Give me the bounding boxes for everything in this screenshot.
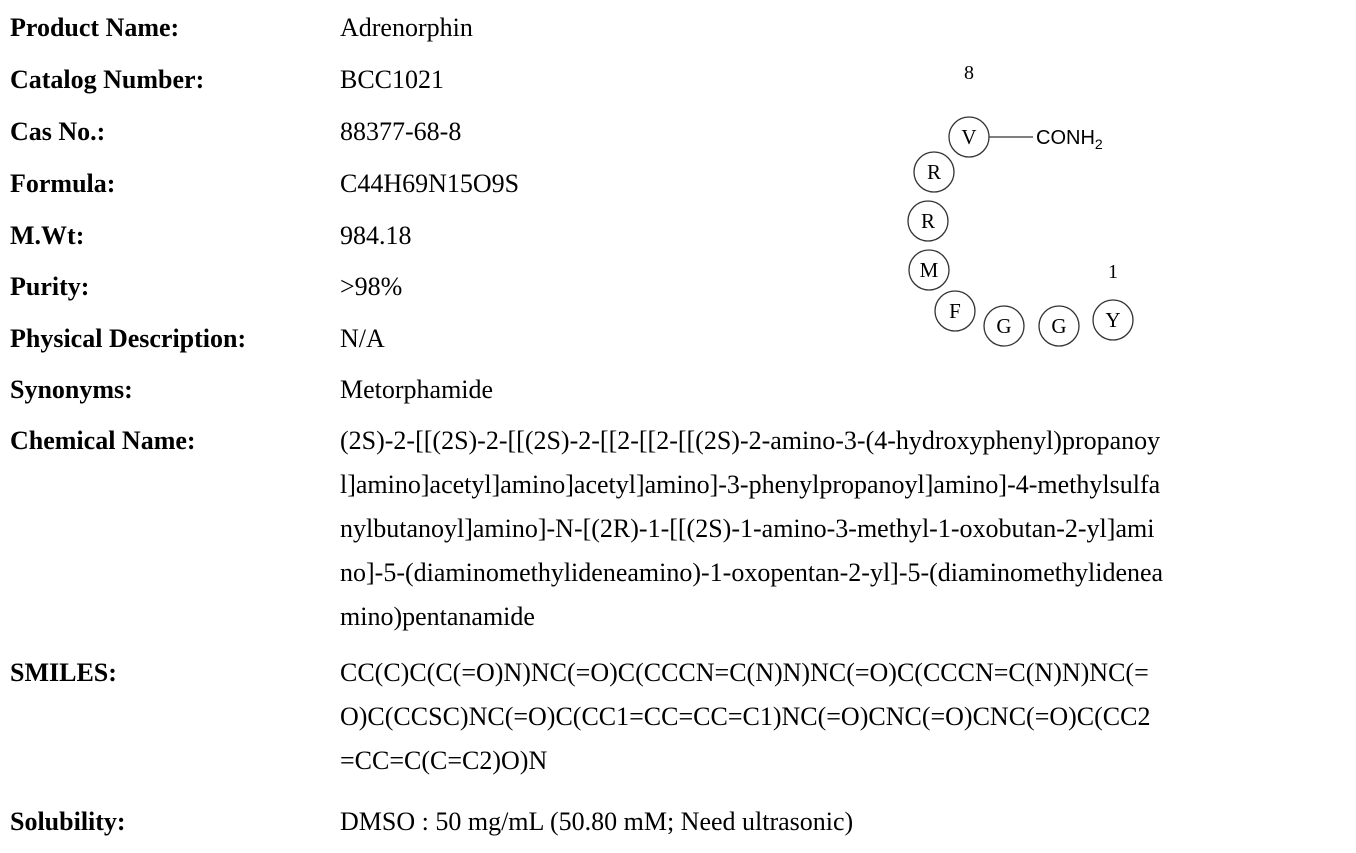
terminal-group-text: CONH (1036, 127, 1095, 149)
svg-text:R: R (927, 160, 941, 184)
chemical-name-label: Chemical Name: (10, 426, 196, 455)
residue-f: F (934, 290, 976, 332)
mwt-label: M.Wt: (10, 221, 85, 250)
terminal-group-label: CONH2 (1036, 127, 1103, 152)
product-name-value: Adrenorphin (340, 13, 473, 42)
residue-g: G (1038, 305, 1080, 347)
mwt-value: 984.18 (340, 221, 412, 250)
solubility-value: DMSO : 50 mg/mL (50.80 mM; Need ultrason… (340, 807, 854, 836)
catalog-number-label: Catalog Number: (10, 65, 205, 94)
synonyms-value: Metorphamide (340, 375, 494, 404)
chemical-name-line: (2S)-2-[[(2S)-2-[[(2S)-2-[[2-[[2-[[(2S)-… (340, 426, 1161, 455)
purity-value: >98% (340, 272, 403, 301)
chemical-name-line: no]-5-(diaminomethylideneamino)-1-oxopen… (340, 558, 1164, 587)
residue-r: R (913, 151, 955, 193)
svg-text:R: R (921, 209, 935, 233)
chemical-name-line: nylbutanoyl]amino]-N-[(2R)-1-[[(2S)-1-am… (340, 514, 1155, 543)
physical-description-label: Physical Description: (10, 324, 247, 353)
smiles-label: SMILES: (10, 658, 117, 687)
chemical-name-value: (2S)-2-[[(2S)-2-[[(2S)-2-[[2-[[2-[[(2S)-… (340, 419, 1163, 639)
terminal-group-subscript: 2 (1095, 136, 1103, 152)
residue-r: R (907, 200, 949, 242)
formula-label: Formula: (10, 169, 116, 198)
peptide-structure-diagram: 8 1 CONH2 V R R M F (895, 58, 1205, 348)
svg-text:F: F (949, 299, 961, 323)
svg-text:V: V (961, 125, 976, 149)
smiles-line: =CC=C(C=C2)O)N (340, 746, 548, 775)
position-label-last: 8 (964, 62, 974, 84)
smiles-value: CC(C)C(C(=O)N)NC(=O)C(CCCN=C(N)N)NC(=O)C… (340, 651, 1150, 783)
catalog-number-value: BCC1021 (340, 65, 445, 94)
peptide-structure-svg: 8 1 CONH2 V R R M F (907, 62, 1134, 347)
residue-y: Y (1092, 299, 1134, 341)
svg-text:M: M (920, 258, 939, 282)
cas-no-value: 88377-68-8 (340, 117, 462, 146)
residue-v: V (948, 116, 990, 158)
product-name-label: Product Name: (10, 13, 180, 42)
svg-text:G: G (996, 314, 1011, 338)
solubility-label: Solubility: (10, 807, 126, 836)
formula-value: C44H69N15O9S (340, 169, 520, 198)
svg-text:G: G (1051, 314, 1066, 338)
synonyms-label: Synonyms: (10, 375, 133, 404)
chemical-name-line: mino)pentanamide (340, 602, 535, 631)
smiles-line: CC(C)C(C(=O)N)NC(=O)C(CCCN=C(N)N)NC(=O)C… (340, 658, 1149, 687)
cas-no-label: Cas No.: (10, 117, 106, 146)
position-label-first: 1 (1108, 261, 1118, 283)
purity-label: Purity: (10, 272, 90, 301)
chemical-name-line: l]amino]acetyl]amino]acetyl]amino]-3-phe… (340, 470, 1161, 499)
physical-description-value: N/A (340, 324, 385, 353)
svg-text:Y: Y (1105, 308, 1120, 332)
smiles-line: O)C(CCSC)NC(=O)C(CC1=CC=CC=C1)NC(=O)CNC(… (340, 702, 1151, 731)
residue-g: G (983, 305, 1025, 347)
residue-m: M (908, 249, 950, 291)
